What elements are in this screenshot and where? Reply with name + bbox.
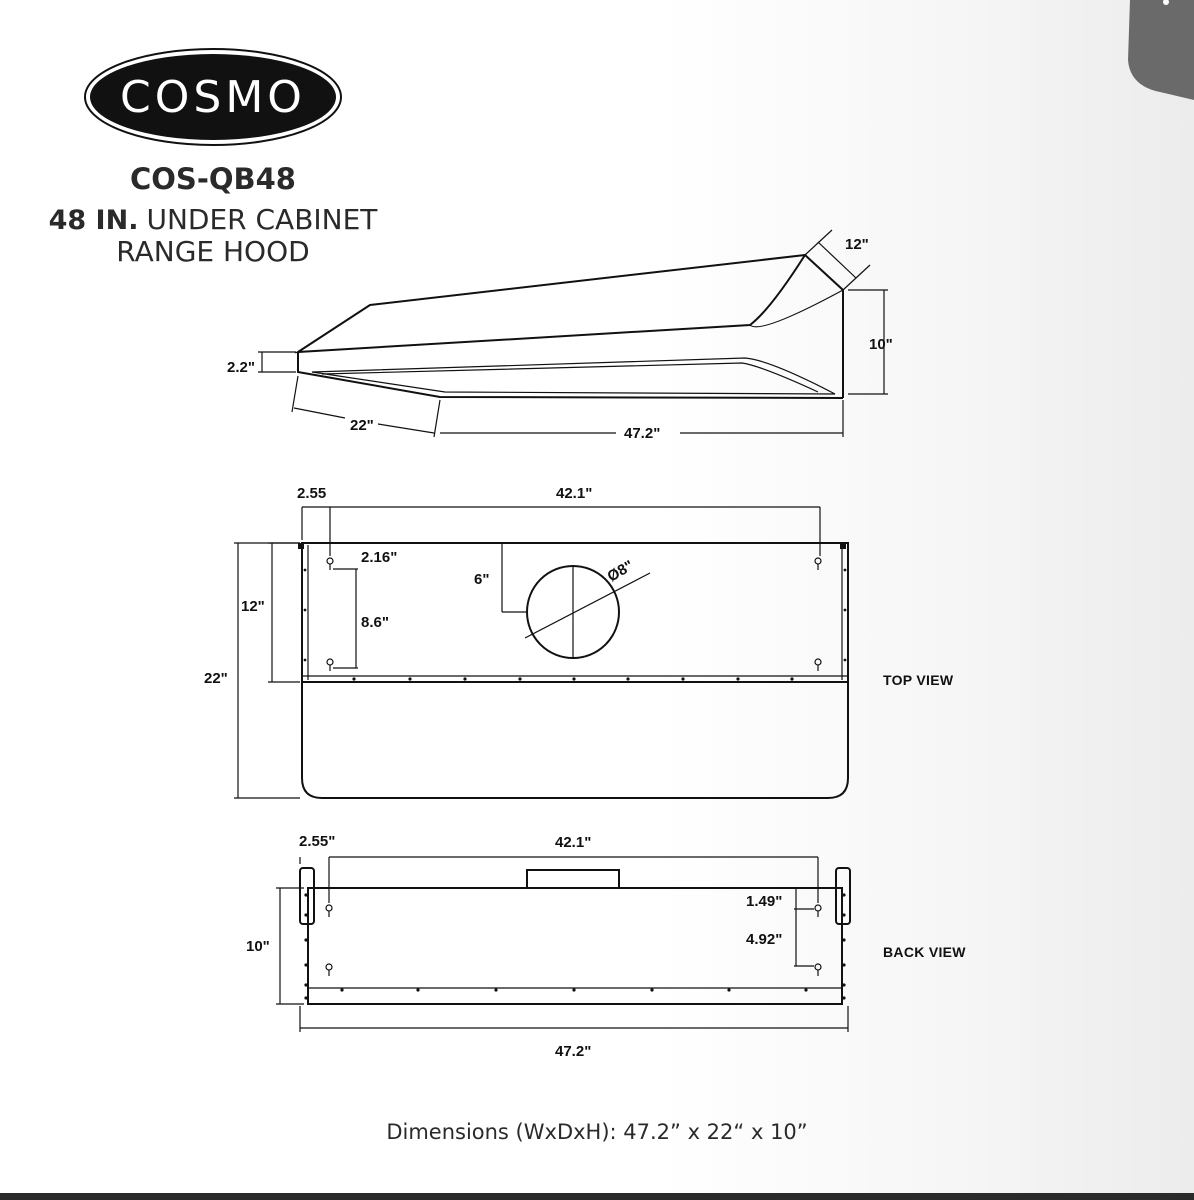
top-hole-span-label: 42.1" — [556, 485, 592, 502]
top-hole-from-top-label: 2.16" — [361, 549, 397, 566]
keyhole-top-right — [814, 557, 822, 570]
perspective-height-label: 10" — [869, 336, 893, 353]
top-body-depth-label: 12" — [241, 598, 265, 615]
dimensions-footer: Dimensions (WxDxH): 47.2” x 22“ x 10” — [386, 1120, 807, 1144]
back-hole-from-top-label: 1.49" — [746, 893, 782, 910]
product-type-line2: RANGE HOOD — [116, 235, 309, 268]
back-screw-dots — [304, 893, 846, 1000]
product-type: UNDER CABINET — [146, 203, 378, 236]
perspective-depth-top-label: 12" — [845, 236, 869, 253]
back-height-label: 10" — [246, 938, 270, 955]
top-offset-label: 2.55 — [297, 485, 326, 502]
bottom-bar — [0, 1193, 1194, 1200]
keyhole-bottom-left — [326, 658, 334, 671]
back-view-label: BACK VIEW — [883, 944, 966, 960]
back-keyhole-top-right — [814, 904, 822, 917]
top-duct-diameter-label: Ø8" — [605, 557, 637, 585]
back-keyhole-bottom-left — [325, 963, 333, 976]
top-total-depth-label: 22" — [204, 670, 228, 687]
back-width-label: 47.2" — [555, 1043, 591, 1060]
perspective-depth-label: 22" — [350, 417, 374, 434]
back-hole-span-label: 42.1" — [555, 834, 591, 851]
screw-dots — [303, 568, 847, 681]
top-view — [234, 506, 849, 799]
product-type-line1: 48 IN.UNDER CABINET — [49, 203, 379, 236]
corner-tab — [1128, 0, 1194, 100]
back-offset-label: 2.55" — [299, 833, 335, 850]
top-duct-offset-label: 6" — [474, 571, 489, 588]
top-hole-spacing-label: 8.6" — [361, 614, 389, 631]
keyhole-bottom-right — [814, 658, 822, 671]
keyhole-top-left — [326, 557, 334, 570]
back-keyhole-bottom-right — [814, 963, 822, 976]
back-hole-spacing-label: 4.92" — [746, 931, 782, 948]
svg-text:COSMO: COSMO — [120, 72, 306, 123]
corner-tab-dot — [1163, 0, 1169, 5]
perspective-lip-label: 2.2" — [227, 359, 255, 376]
model-number: COS-QB48 — [130, 162, 296, 196]
back-view — [276, 856, 851, 1032]
product-size: 48 IN. — [49, 205, 139, 236]
perspective-width-label: 47.2" — [624, 425, 660, 442]
perspective-view — [258, 229, 888, 438]
back-keyhole-top-left — [325, 904, 333, 917]
top-view-label: TOP VIEW — [883, 672, 954, 688]
cosmo-logo: COSMO — [84, 48, 342, 146]
